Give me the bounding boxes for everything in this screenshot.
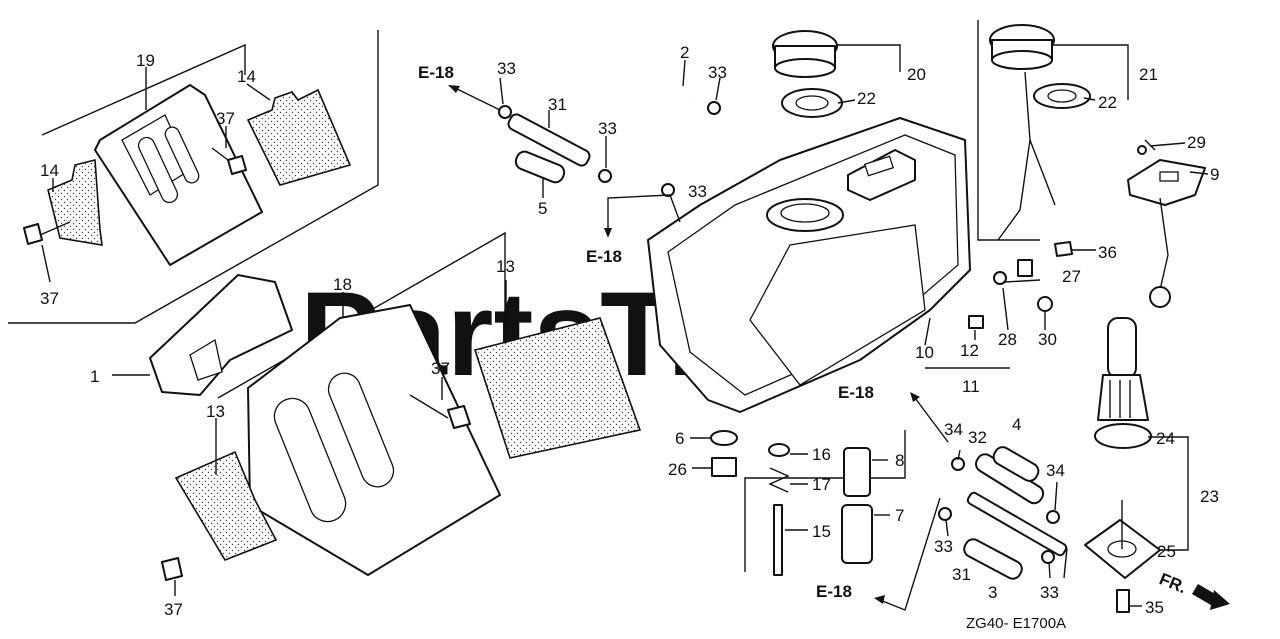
callout-18: 18 (333, 275, 352, 294)
callout-11: 11 (962, 377, 980, 396)
callout-24: 24 (1156, 429, 1175, 448)
ref-e18-mid: E-18 (586, 247, 622, 266)
fuel-cap-20 (772, 30, 843, 118)
callout-37-a: 37 (216, 109, 235, 128)
callout-33-c: 33 (708, 63, 727, 82)
hoses-clips (498, 95, 1068, 580)
callout-25: 25 (1157, 542, 1176, 561)
callout-37-d: 37 (164, 600, 183, 619)
callout-16: 16 (812, 445, 831, 464)
callout-33-d: 33 (688, 182, 707, 201)
callout-5: 5 (538, 199, 547, 218)
fuel-cap-21 (989, 24, 1091, 241)
callout-2: 2 (680, 43, 689, 62)
callout-9: 9 (1210, 165, 1219, 184)
callout-36: 36 (1098, 243, 1117, 262)
fuel-filter-24 (1094, 317, 1152, 449)
callout-28: 28 (998, 330, 1017, 349)
bolt-37-lower-left (161, 557, 183, 581)
lower-heat-shield (149, 231, 642, 581)
callout-20: 20 (907, 65, 926, 84)
bolt-37-upper-left (23, 221, 71, 245)
callout-19: 19 (136, 51, 155, 70)
drawing-code: ZG40- E1700A (966, 615, 1066, 632)
callout-8: 8 (895, 451, 904, 470)
front-direction-label: FR. (1157, 569, 1190, 597)
callout-14-right: 14 (237, 67, 256, 86)
callout-23: 23 (1200, 487, 1219, 506)
callout-33-f: 33 (1040, 583, 1059, 602)
reference-labels: E-18 E-18 E-18 E-18 (418, 63, 874, 601)
callout-35: 35 (1145, 598, 1164, 617)
ref-e18-right: E-18 (838, 383, 874, 402)
bolt-37-lower-right (409, 394, 471, 429)
ref-e18-top: E-18 (418, 63, 454, 82)
callout-30: 30 (1038, 330, 1057, 349)
ref-e18-bottom: E-18 (816, 582, 852, 601)
callout-3: 3 (988, 583, 997, 602)
section-lines (8, 20, 1040, 572)
callout-1: 1 (90, 367, 99, 386)
fuel-gauge-9 (1127, 139, 1206, 308)
callout-6: 6 (675, 429, 684, 448)
callout-31-bottom: 31 (952, 565, 971, 584)
callout-7: 7 (895, 506, 904, 525)
callout-33-e: 33 (934, 537, 953, 556)
callout-4: 4 (1012, 415, 1021, 434)
callout-15: 15 (812, 522, 831, 541)
bolt-37-upper-right (211, 147, 247, 175)
callout-labels: 1 2 3 4 5 6 7 8 9 10 11 12 13 13 14 14 1… (40, 43, 1219, 619)
upper-heat-shield (23, 43, 352, 266)
callout-13-right: 13 (496, 257, 515, 276)
callout-17: 17 (812, 475, 831, 494)
callout-27: 27 (1062, 267, 1081, 286)
callout-32: 32 (968, 428, 987, 447)
fuel-tank (647, 117, 971, 413)
callout-29: 29 (1187, 133, 1206, 152)
callout-33-b: 33 (598, 119, 617, 138)
callout-26: 26 (668, 460, 687, 479)
callout-33-a: 33 (497, 59, 516, 78)
callout-37-b: 37 (40, 289, 59, 308)
callout-13-left: 13 (206, 402, 225, 421)
callout-37-c: 37 (431, 359, 450, 378)
callout-34-left: 34 (944, 420, 963, 439)
callout-34-right: 34 (1046, 461, 1065, 480)
fuel-cock-25 (1084, 500, 1161, 613)
callout-10: 10 (915, 343, 934, 362)
callout-21: 21 (1139, 65, 1158, 84)
leader-lines (41, 44, 1209, 607)
drain-parts (710, 241, 1073, 576)
callout-22-left: 22 (857, 89, 876, 108)
callout-31-top: 31 (548, 95, 567, 114)
reference-arrows (448, 85, 1230, 611)
callout-12: 12 (960, 341, 979, 360)
callout-14-left: 14 (40, 161, 59, 180)
callout-22-right: 22 (1098, 93, 1117, 112)
